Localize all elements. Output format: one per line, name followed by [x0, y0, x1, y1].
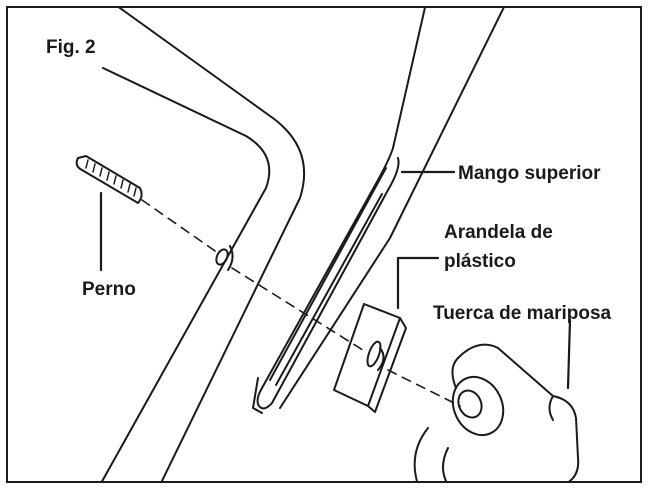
figure-frame: Fig. 2 Mango superior Arandela de plásti…: [6, 6, 642, 483]
label-wing-nut: Tuerca de mariposa: [433, 303, 612, 324]
label-bolt: Perno: [82, 279, 136, 300]
lower-frame: [101, 8, 306, 481]
assembly-diagram: [75, 8, 580, 481]
plastic-washer: [333, 303, 407, 413]
label-upper-handle: Mango superior: [458, 163, 601, 184]
leader-washer: [396, 256, 440, 310]
leader-lines: [99, 170, 572, 390]
figure-title: Fig. 2: [46, 37, 96, 58]
frame-bolt-hole: [215, 245, 234, 271]
alignment-axis: [141, 199, 461, 407]
bolt: [75, 155, 143, 204]
leader-wing-nut: [566, 318, 572, 390]
label-plastic-washer-line1: Arandela de: [444, 222, 553, 243]
wing-nut: [413, 343, 580, 481]
upper-handle: [252, 8, 505, 414]
label-plastic-washer-line2: plástico: [444, 251, 516, 272]
